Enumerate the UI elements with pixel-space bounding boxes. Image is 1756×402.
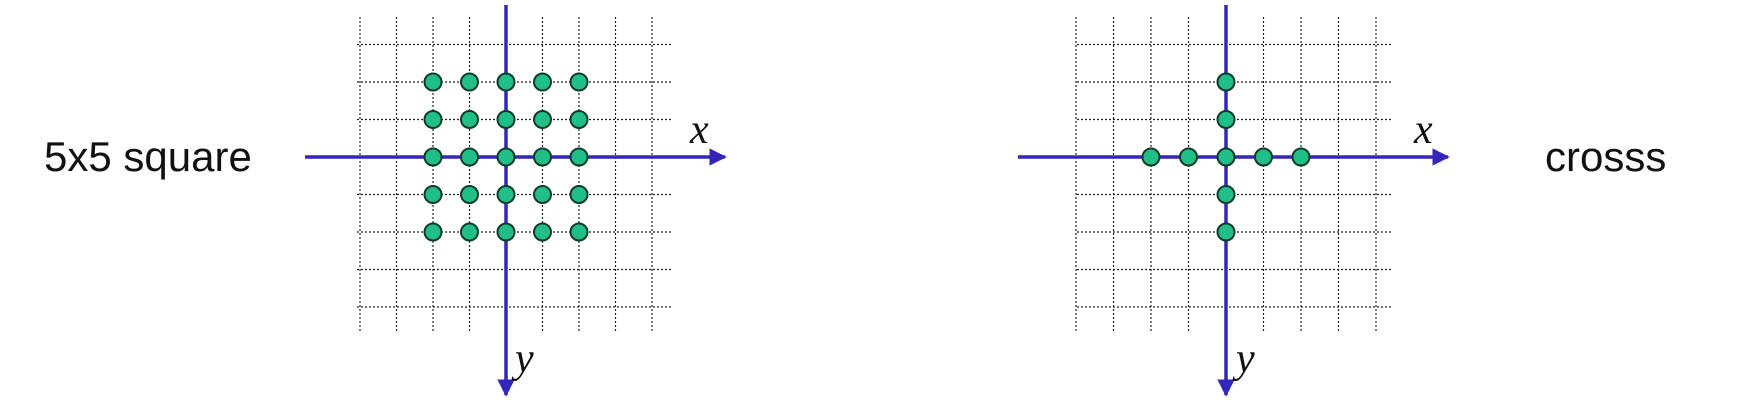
sample-point <box>533 147 552 167</box>
sample-point <box>533 222 552 242</box>
sample-point <box>460 147 479 167</box>
sample-point <box>496 185 516 204</box>
sample-point <box>533 110 552 129</box>
sample-point <box>423 222 443 242</box>
pattern-label-square: 5x5 square <box>44 133 252 180</box>
y-axis-label: y <box>511 336 534 382</box>
sample-point <box>1254 147 1273 167</box>
sample-point <box>460 72 479 92</box>
sample-point <box>1216 222 1236 242</box>
sample-point <box>496 110 516 129</box>
sample-point <box>423 110 443 129</box>
sample-point <box>533 185 552 204</box>
sample-point <box>1291 147 1311 167</box>
sample-point <box>1216 185 1236 204</box>
sample-point <box>423 185 443 204</box>
sample-point <box>569 185 589 204</box>
y-axis-label: y <box>1232 336 1255 382</box>
sample-point <box>1141 147 1161 167</box>
sample-point <box>569 110 589 129</box>
sample-point <box>496 72 516 92</box>
sample-point <box>1216 147 1236 167</box>
sample-point <box>569 222 589 242</box>
sample-point <box>460 110 479 129</box>
sample-point <box>1179 147 1198 167</box>
sample-point <box>569 72 589 92</box>
sample-point <box>460 185 479 204</box>
sample-point <box>569 147 589 167</box>
x-axis-label: x <box>689 107 709 153</box>
sample-point <box>423 72 443 92</box>
sample-point <box>496 147 516 167</box>
sample-point <box>423 147 443 167</box>
diagram-cross: xy <box>1018 5 1450 397</box>
sample-point <box>460 222 479 242</box>
sample-point <box>1216 72 1236 92</box>
diagram-square: xy <box>305 5 727 397</box>
sample-point <box>1216 110 1236 129</box>
pattern-label-cross: crosss <box>1545 133 1667 180</box>
sample-point <box>533 72 552 92</box>
sample-point <box>496 222 516 242</box>
x-axis-label: x <box>1413 107 1433 153</box>
